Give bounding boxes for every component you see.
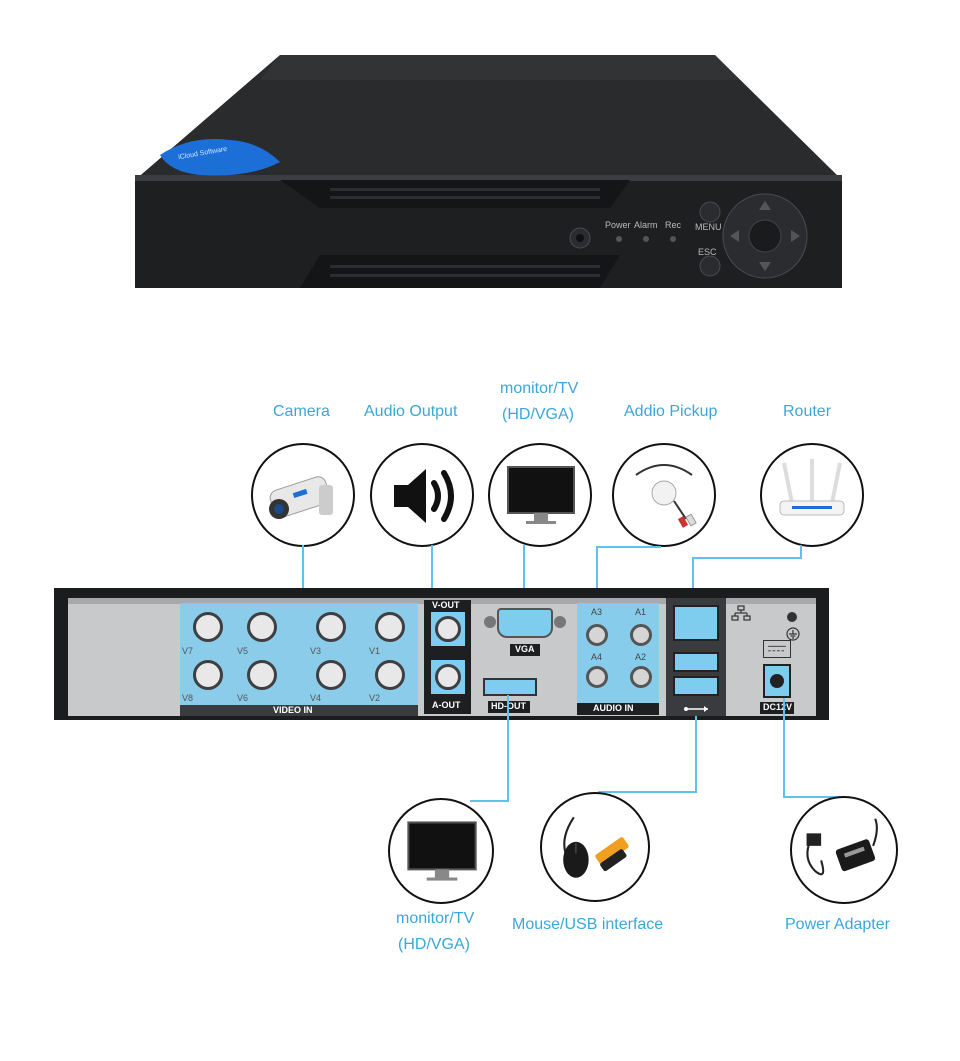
wire-router-v1 [800, 545, 802, 559]
label-monitor-bottom-line1: monitor/TV [396, 910, 475, 927]
video-in-label: VIDEO IN [273, 705, 313, 715]
label-camera: Camera [273, 403, 330, 420]
wire-audio-in-v [596, 546, 598, 618]
wire-power-h [783, 796, 845, 798]
wire-usb-v [695, 716, 697, 793]
label-monitor-top-line2: (HD/VGA) [502, 406, 574, 423]
dc-polarity-icon [763, 640, 791, 658]
label-monitor-bottom-line2: (HD/VGA) [398, 936, 470, 953]
vga-screw-left [484, 616, 496, 628]
router-icon [760, 443, 864, 547]
hdmi-port[interactable] [483, 678, 537, 696]
wire-audio-in-h [596, 546, 661, 548]
vga-port[interactable] [497, 608, 553, 638]
bnc-port-v6[interactable] [247, 660, 277, 690]
a-out-port[interactable] [431, 660, 465, 694]
bnc-port-v4[interactable] [316, 660, 346, 690]
label-audio-pickup: Addio Pickup [624, 403, 718, 420]
label-audio-output: Audio Output [364, 403, 458, 420]
esc-button-label: ESC [698, 247, 717, 257]
wire-monitor-top [523, 545, 525, 620]
label-monitor-top-line1: monitor/TV [500, 380, 579, 397]
bnc-port-v5[interactable] [247, 612, 277, 642]
port-label-v2: V2 [369, 693, 381, 703]
wire-hd-out-v [507, 695, 509, 801]
label-mouse-usb: Mouse/USB interface [512, 916, 664, 933]
usb-port-1[interactable] [673, 652, 719, 672]
bnc-port-v2[interactable] [375, 660, 405, 690]
rca-port-a2[interactable] [630, 666, 652, 688]
label-router: Router [783, 403, 832, 420]
led-label-alarm: Alarm [634, 220, 658, 230]
vga-screw-right [554, 616, 566, 628]
usb-icon [684, 701, 710, 712]
dc-power-port[interactable] [763, 664, 791, 698]
label-power-adapter: Power Adapter [785, 916, 890, 933]
hd-out-label-box [488, 701, 530, 713]
v-out-label: V-OUT [432, 600, 460, 610]
wire-power-v [783, 698, 785, 798]
audio-in-bar [577, 703, 659, 715]
menu-button-label: MENU [695, 222, 722, 232]
port-label-v4: V4 [310, 693, 322, 703]
dc-power-label: DC12V [763, 702, 793, 712]
audio-in-group [577, 603, 659, 715]
dc-label-box [760, 702, 794, 714]
led-label-power: Power [605, 220, 631, 230]
port-label-v5: V5 [237, 646, 249, 656]
audio-in-label: AUDIO IN [593, 703, 634, 713]
led-label-rec: Rec [665, 220, 682, 230]
vga-label-box [510, 644, 540, 656]
monitor-icon-bottom [388, 798, 494, 904]
bnc-port-v7[interactable] [193, 612, 223, 642]
bnc-port-v3[interactable] [316, 612, 346, 642]
port-label-v8: V8 [182, 693, 194, 703]
wire-hd-out-h [470, 800, 509, 802]
port-label-v1: V1 [369, 646, 381, 656]
bnc-port-v1[interactable] [375, 612, 405, 642]
monitor-icon-top [488, 443, 592, 547]
usb-port-2[interactable] [673, 676, 719, 696]
port-label-a1: A1 [635, 607, 647, 617]
screw-icon [787, 612, 797, 622]
rca-port-a4[interactable] [586, 666, 608, 688]
dvr-front-illustration: iCloud Software Power Alarm Rec MENU ESC [130, 50, 845, 295]
power-adapter-icon [790, 796, 898, 904]
a-out-label: A-OUT [432, 700, 461, 710]
wire-usb-h [598, 791, 697, 793]
network-icon [731, 605, 751, 621]
rca-port-a1[interactable] [630, 624, 652, 646]
port-label-v6: V6 [237, 693, 249, 703]
v-out-port[interactable] [431, 612, 465, 646]
port-label-a3: A3 [591, 607, 603, 617]
camera-icon [251, 443, 355, 547]
mouse-usb-icon [540, 792, 650, 902]
port-label-v3: V3 [310, 646, 322, 656]
ground-icon [786, 627, 800, 641]
port-label-a4: A4 [591, 652, 603, 662]
vga-label: VGA [515, 644, 535, 654]
port-label-a2: A2 [635, 652, 647, 662]
rj45-port[interactable] [673, 605, 719, 641]
wire-router-h [692, 557, 802, 559]
rca-port-a3[interactable] [586, 624, 608, 646]
video-in-bar [180, 705, 418, 716]
port-label-v7: V7 [182, 646, 194, 656]
wire-camera [302, 545, 304, 627]
speaker-icon [370, 443, 474, 547]
microphone-icon [612, 443, 716, 547]
bnc-port-v8[interactable] [193, 660, 223, 690]
